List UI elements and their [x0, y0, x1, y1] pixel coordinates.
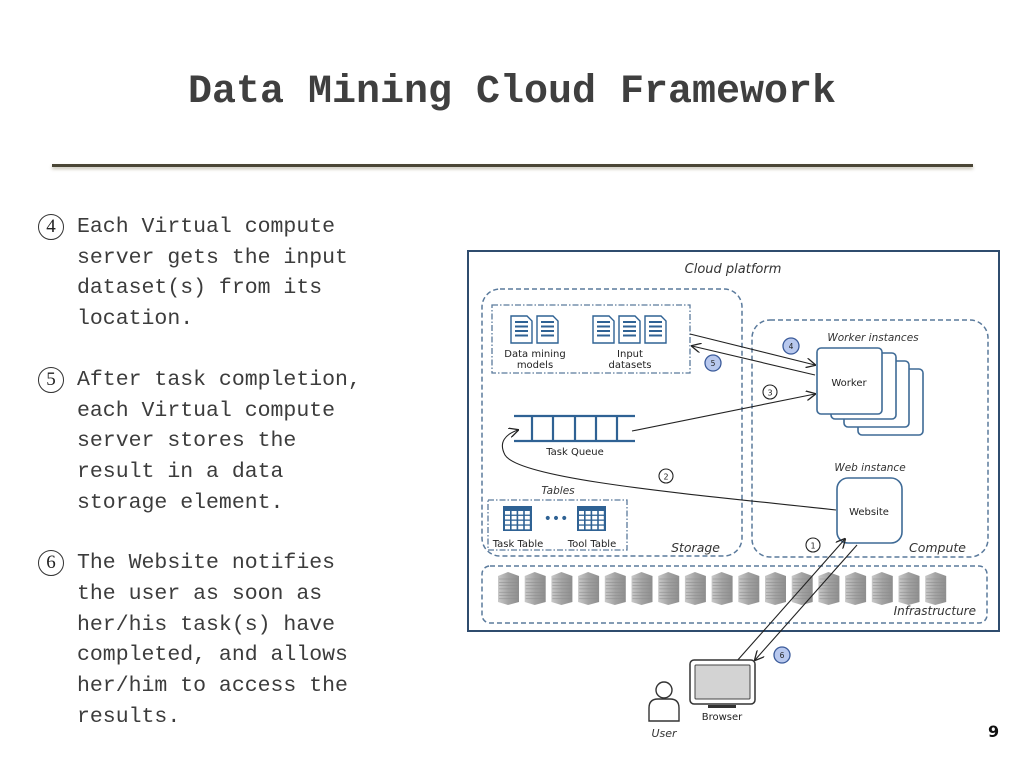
- server-icon: [818, 572, 840, 605]
- arrow-step-1: [735, 539, 845, 663]
- data-mining-models-label-2: models: [517, 360, 553, 371]
- compute-region: [751, 319, 989, 558]
- worker-stack: [816, 347, 924, 436]
- task-queue-icon: [514, 414, 635, 443]
- worker-label: Worker: [831, 378, 867, 389]
- server-icon: [765, 572, 786, 605]
- server-icon: [845, 572, 867, 605]
- web-instance-label: Web instance: [834, 462, 905, 474]
- document-icon: [510, 315, 533, 344]
- cloud-platform-label: Cloud platform: [685, 262, 782, 277]
- browser-label: Browser: [702, 712, 743, 723]
- tables-label: Tables: [541, 485, 575, 497]
- step-badge-2: 2: [658, 468, 674, 484]
- server-icon: [578, 572, 600, 605]
- step-number-badge: 6: [38, 550, 64, 577]
- flow-arrows: [501, 333, 858, 663]
- infrastructure-label: Infrastructure: [894, 604, 976, 618]
- server-icon: [551, 572, 573, 605]
- arrow-step-3: [631, 394, 815, 432]
- svg-text:4: 4: [789, 342, 794, 351]
- svg-text:1: 1: [810, 542, 815, 551]
- input-datasets-label: Input: [617, 349, 643, 360]
- slide-title: Data Mining Cloud Framework: [187, 70, 837, 115]
- task-queue-label: Task Queue: [545, 447, 604, 458]
- server-icon: [925, 572, 947, 605]
- title-divider: [52, 164, 973, 167]
- server-icon: [738, 572, 760, 605]
- bullet-text: The Website notifies the user as soon as…: [77, 551, 348, 729]
- browser-icon: [689, 659, 756, 708]
- server-icon: [684, 572, 706, 605]
- input-datasets-label-2: datasets: [608, 360, 651, 371]
- server-icon: [658, 572, 680, 605]
- document-icon: [644, 315, 667, 344]
- bullet-item-6: 6 The Website notifies the user as soon …: [38, 548, 458, 732]
- compute-label: Compute: [909, 540, 966, 555]
- tables-container: [487, 499, 628, 551]
- server-icon: [604, 572, 626, 605]
- page-number: 9: [988, 722, 1000, 741]
- server-icon: [791, 572, 813, 605]
- data-container: [491, 304, 691, 374]
- tool-table-label: Tool Table: [567, 539, 616, 550]
- table-icons: [503, 506, 606, 531]
- server-icon: [631, 572, 653, 605]
- document-icons: [510, 315, 667, 344]
- step-number-badge: 4: [38, 214, 64, 240]
- worker-instances-label: Worker instances: [827, 332, 919, 344]
- server-icon: [898, 572, 920, 605]
- document-icon: [592, 315, 615, 344]
- svg-text:6: 6: [780, 651, 785, 660]
- user-label: User: [651, 727, 678, 740]
- svg-text:5: 5: [711, 359, 716, 368]
- step-badges: 1 2 3 4 5 6: [658, 337, 821, 664]
- server-icon: [711, 572, 733, 605]
- server-row: [498, 572, 947, 605]
- bullet-item-5: 5 After task completion, each Virtual co…: [38, 365, 458, 519]
- step-badge-5: 5: [704, 354, 722, 372]
- arrow-step-5: [692, 346, 816, 376]
- svg-text:3: 3: [767, 389, 772, 398]
- user-icon: [648, 681, 680, 722]
- step-badge-1: 1: [805, 537, 821, 553]
- bullet-list: 4 Each Virtual compute server gets the i…: [38, 212, 458, 763]
- bullet-text: After task completion, each Virtual comp…: [77, 367, 361, 515]
- server-icon: [498, 572, 519, 605]
- step-badge-4: 4: [782, 337, 800, 355]
- bullet-text: Each Virtual compute server gets the inp…: [77, 215, 348, 332]
- step-badge-6: 6: [773, 646, 791, 664]
- data-mining-models-label: Data mining: [504, 349, 565, 360]
- table-icon: [503, 506, 532, 531]
- table-icon: [577, 506, 606, 531]
- step-badge-3: 3: [762, 384, 778, 400]
- infrastructure-region: [481, 565, 988, 624]
- storage-region: [481, 288, 743, 557]
- task-table-label: Task Table: [492, 539, 544, 550]
- svg-text:2: 2: [663, 473, 668, 482]
- server-icon: [524, 572, 546, 605]
- storage-label: Storage: [671, 540, 720, 555]
- arrow-step-6: [755, 544, 858, 660]
- ellipsis-icon: •••: [544, 511, 569, 527]
- step-number-badge: 5: [38, 366, 64, 393]
- arrow-step-4: [689, 333, 815, 365]
- arrow-step-2: [501, 430, 837, 511]
- website-label: Website: [849, 507, 889, 518]
- website-node: [836, 477, 903, 544]
- server-icon: [871, 572, 893, 605]
- document-icon: [618, 315, 641, 344]
- bullet-item-4: 4 Each Virtual compute server gets the i…: [38, 212, 458, 335]
- document-icon: [536, 315, 559, 344]
